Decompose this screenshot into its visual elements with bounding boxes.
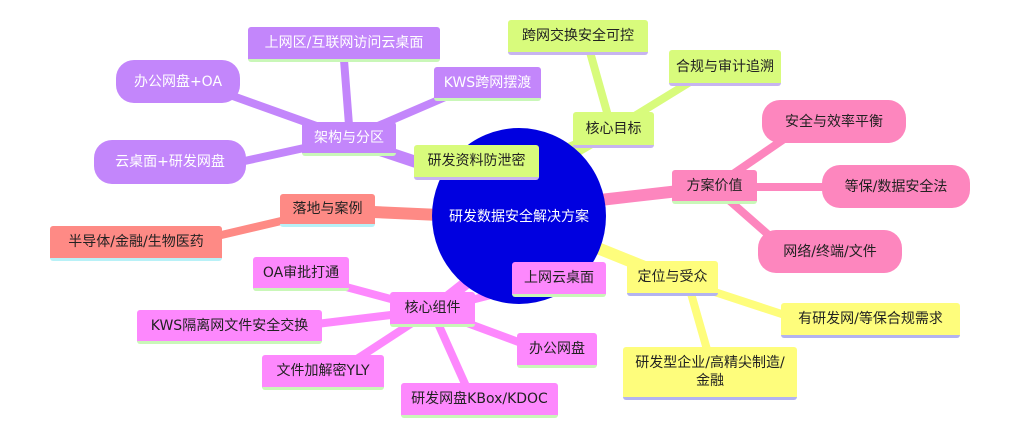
branch-cases[interactable]: 落地与案例 bbox=[280, 194, 375, 227]
branch-goals[interactable]: 核心目标 bbox=[573, 112, 654, 148]
audience-child[interactable]: 有研发网/等保合规需求 bbox=[781, 303, 960, 338]
audience-child[interactable]: 研发型企业/高精尖制造/金融 bbox=[623, 347, 797, 400]
components-child[interactable]: OA审批打通 bbox=[253, 257, 349, 291]
components-child[interactable]: KWS隔离网文件安全交换 bbox=[137, 310, 322, 344]
components-child[interactable]: 办公网盘 bbox=[517, 333, 597, 368]
components-child[interactable]: 上网云桌面 bbox=[512, 262, 606, 297]
components-child[interactable]: 研发网盘KBox/KDOC bbox=[401, 383, 558, 418]
cases-child[interactable]: 半导体/金融/生物医药 bbox=[50, 226, 222, 261]
architecture-child[interactable]: 办公网盘+OA bbox=[116, 60, 240, 103]
central-topic-label: 研发数据安全解决方案 bbox=[449, 209, 589, 225]
value-child[interactable]: 等保/数据安全法 bbox=[822, 165, 970, 208]
goals-child[interactable]: 跨网交换安全可控 bbox=[508, 20, 648, 55]
goals-child[interactable]: 研发资料防泄密 bbox=[414, 145, 539, 180]
components-child[interactable]: 文件加解密YLY bbox=[262, 355, 384, 390]
architecture-child[interactable]: KWS跨网摆渡 bbox=[434, 67, 541, 101]
branch-audience[interactable]: 定位与受众 bbox=[627, 261, 718, 296]
value-child[interactable]: 安全与效率平衡 bbox=[762, 100, 906, 143]
architecture-child[interactable]: 上网区/互联网访问云桌面 bbox=[248, 27, 440, 62]
branch-architecture[interactable]: 架构与分区 bbox=[302, 122, 396, 156]
branch-value[interactable]: 方案价值 bbox=[672, 170, 757, 204]
value-child[interactable]: 网络/终端/文件 bbox=[758, 230, 902, 273]
branch-components[interactable]: 核心组件 bbox=[390, 292, 475, 327]
architecture-child[interactable]: 云桌面+研发网盘 bbox=[94, 140, 246, 184]
goals-child[interactable]: 合规与审计追溯 bbox=[669, 50, 781, 86]
